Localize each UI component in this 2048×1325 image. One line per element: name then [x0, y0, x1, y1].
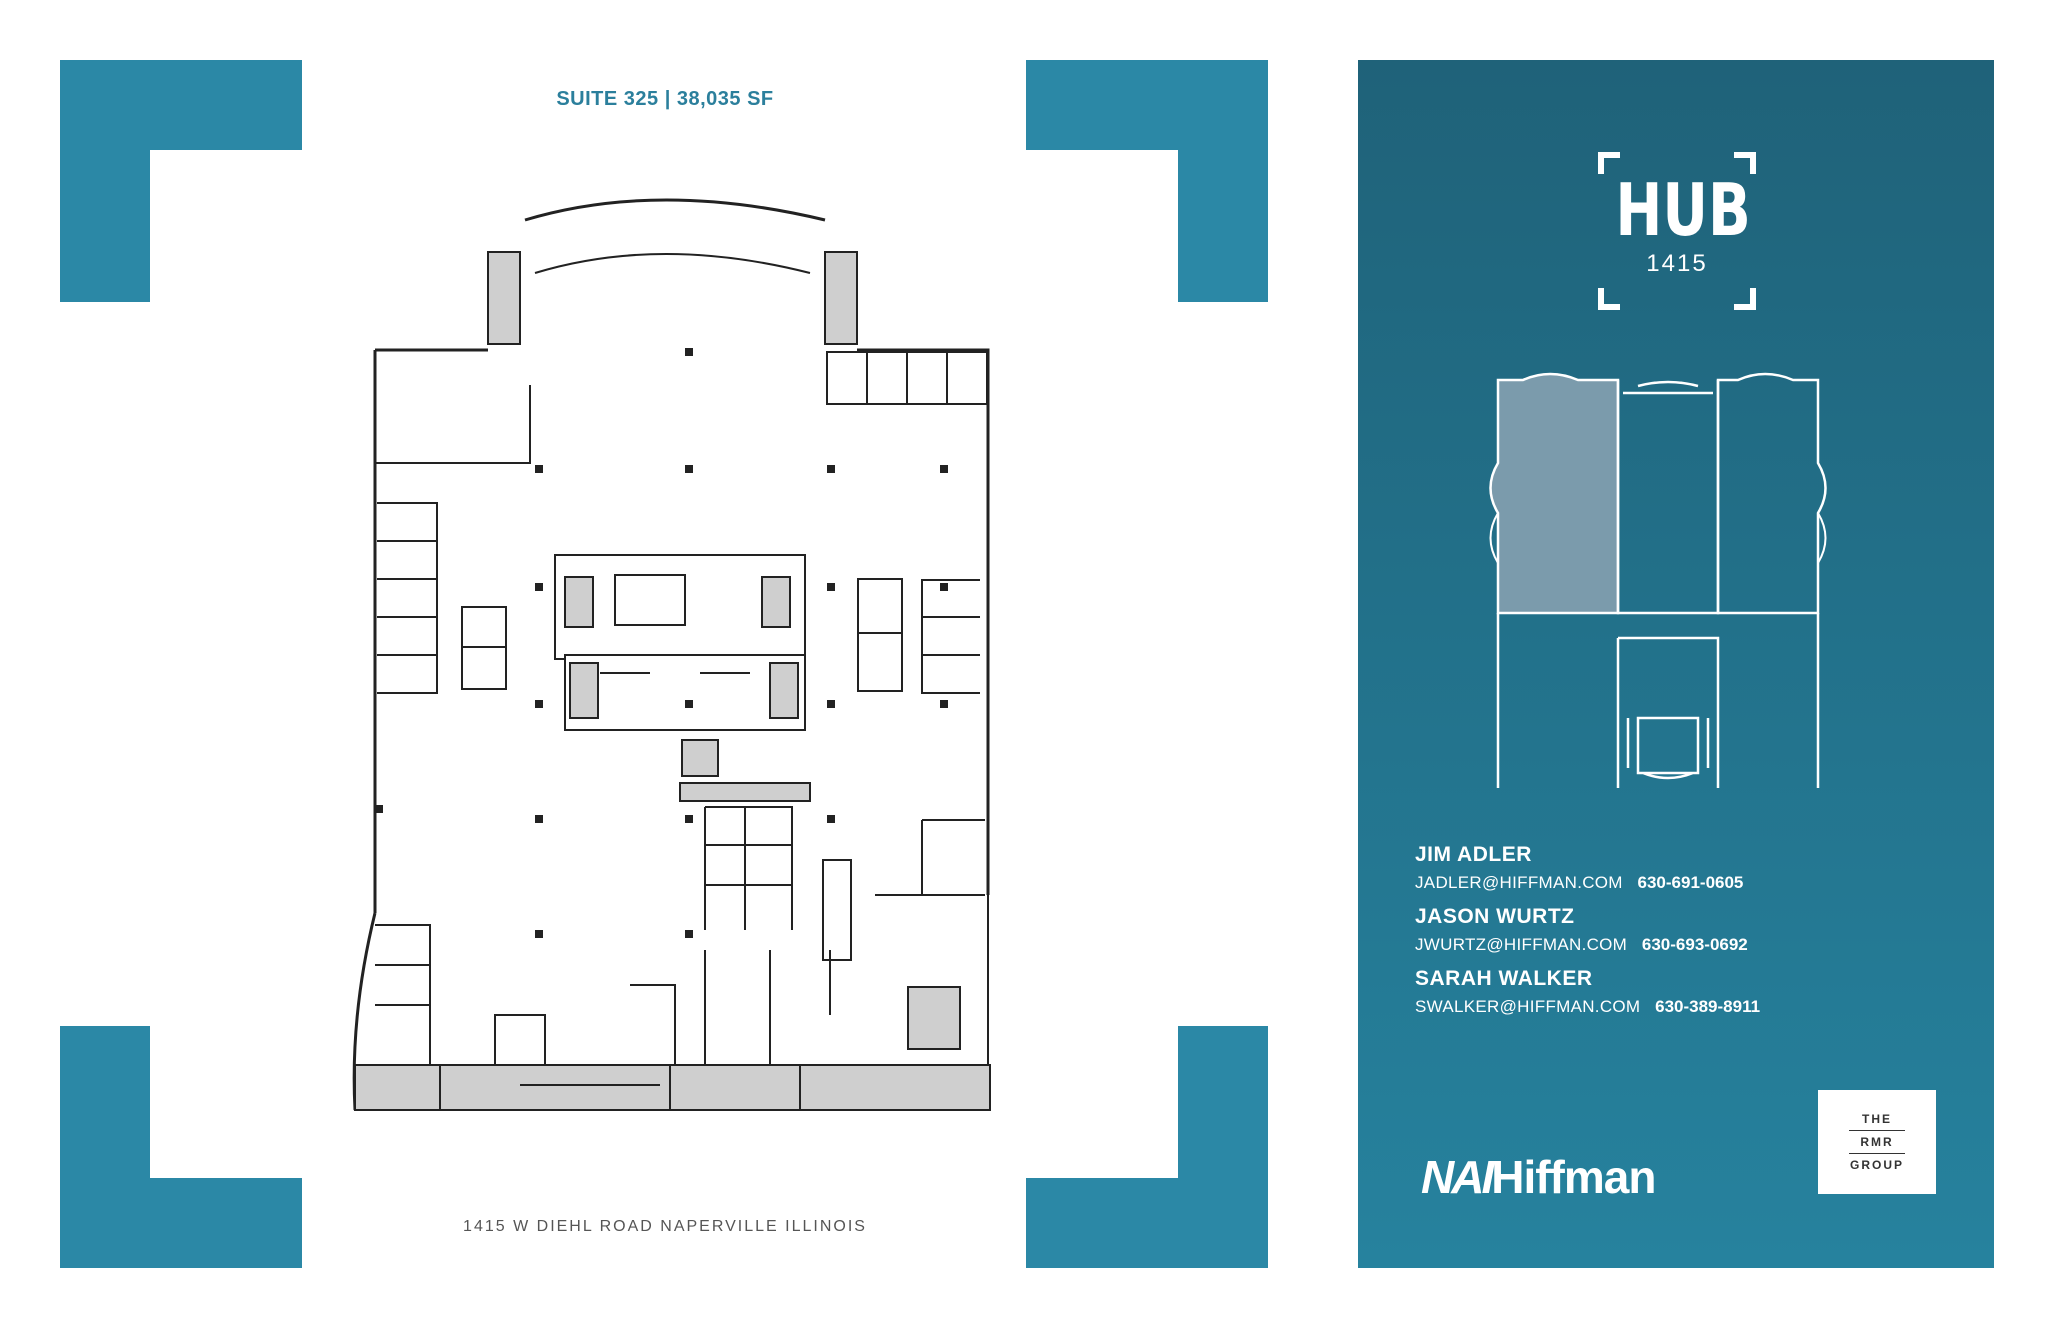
- contact-name: JIM ADLER: [1415, 843, 1532, 866]
- contact-name: SARAH WALKER: [1415, 967, 1593, 990]
- rmr-logo-divider: [1849, 1153, 1905, 1154]
- contact-card: JASON WURTZ JWURTZ@HIFFMAN.COM 630-693-0…: [1415, 905, 1760, 967]
- contact-phone[interactable]: 630-693-0692: [1641, 935, 1748, 954]
- contact-name: JASON WURTZ: [1415, 905, 1575, 928]
- contact-email[interactable]: JWURTZ@HIFFMAN.COM: [1415, 935, 1628, 954]
- contact-card: JIM ADLER JADLER@HIFFMAN.COM 630-691-060…: [1415, 843, 1760, 905]
- rmr-logo-line-1: THE: [1862, 1112, 1892, 1126]
- property-address: 1415 W DIEHL ROAD NAPERVILLE ILLINOIS: [463, 1218, 867, 1235]
- rmr-logo-line-2: RMR: [1860, 1135, 1894, 1149]
- broker-contacts: JIM ADLER JADLER@HIFFMAN.COM 630-691-060…: [1415, 843, 1760, 1029]
- nai-logo-prefix: NAI: [1421, 1151, 1494, 1203]
- contact-email[interactable]: JADLER@HIFFMAN.COM: [1415, 873, 1623, 892]
- suite-title: SUITE 325 | 38,035 SF: [556, 88, 774, 110]
- contact-phone[interactable]: 630-691-0605: [1637, 873, 1744, 892]
- contact-details: JWURTZ@HIFFMAN.COM 630-693-0692: [1415, 935, 1760, 955]
- contact-email[interactable]: SWALKER@HIFFMAN.COM: [1415, 997, 1641, 1016]
- contact-phone[interactable]: 630-389-8911: [1655, 997, 1761, 1016]
- hub-title: HUB: [1615, 168, 1751, 252]
- hub-number: 1415: [1646, 250, 1708, 277]
- building-key-plan: [1489, 372, 1827, 788]
- frame-corner-top-right: [1026, 60, 1268, 302]
- frame-corner-top-left: [60, 60, 302, 302]
- bracket-icon: [1598, 152, 1756, 310]
- rmr-logo-line-3: GROUP: [1849, 1158, 1904, 1172]
- contact-details: SWALKER@HIFFMAN.COM 630-389-8911: [1415, 997, 1760, 1017]
- frame-corner-bottom-right: [1026, 1026, 1268, 1268]
- nai-hiffman-logo: NAIHiffman: [1421, 1150, 1656, 1204]
- rmr-logo-divider: [1849, 1130, 1905, 1131]
- rmr-group-logo: THE RMR GROUP: [1818, 1090, 1936, 1194]
- frame-corner-bottom-left: [60, 1026, 302, 1268]
- contact-card: SARAH WALKER SWALKER@HIFFMAN.COM 630-389…: [1415, 967, 1760, 1029]
- contact-panel: HUB 1415 JIM ADLER JADLER@HIFFMAN.COM 63…: [1358, 60, 1994, 1268]
- nai-logo-name: Hiffman: [1491, 1151, 1656, 1203]
- contact-details: JADLER@HIFFMAN.COM 630-691-0605: [1415, 873, 1760, 893]
- floor-plan-drawing: [352, 198, 991, 1111]
- hub-1415-logo: HUB 1415: [1598, 152, 1756, 310]
